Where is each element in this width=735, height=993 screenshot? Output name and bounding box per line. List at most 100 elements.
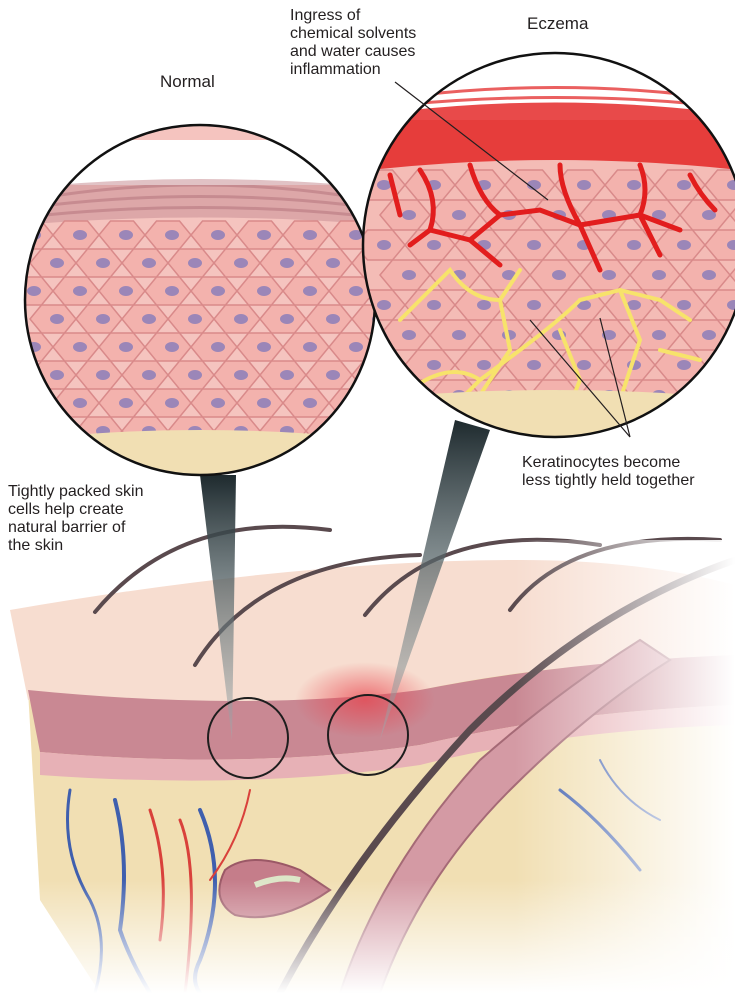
cell-nucleus — [119, 342, 133, 352]
cell-nucleus — [257, 398, 271, 408]
cell-nucleus — [27, 342, 41, 352]
cell-nucleus — [73, 286, 87, 296]
cell-nucleus — [142, 314, 156, 324]
cell-nucleus — [527, 240, 541, 250]
cell — [329, 445, 375, 473]
cell-nucleus — [50, 258, 64, 268]
cell-nucleus — [257, 342, 271, 352]
cell-nucleus — [577, 360, 591, 370]
cell-nucleus — [677, 180, 691, 190]
normal-magnified-view — [7, 120, 398, 480]
cell-nucleus — [27, 454, 41, 464]
tight-cells-annotation: Tightly packed skin cells help create na… — [8, 483, 143, 555]
cell — [7, 389, 53, 417]
eczema-title: Eczema — [527, 14, 588, 34]
cell-nucleus — [377, 420, 391, 430]
cell-nucleus — [702, 390, 716, 400]
cell-nucleus — [402, 210, 416, 220]
cell-nucleus — [349, 398, 363, 408]
cell-nucleus — [577, 180, 591, 190]
cell-nucleus — [402, 330, 416, 340]
cell-nucleus — [452, 210, 466, 220]
cell-nucleus — [372, 426, 386, 436]
cell-nucleus — [326, 258, 340, 268]
cell-nucleus — [119, 398, 133, 408]
cell-nucleus — [73, 342, 87, 352]
normal-title: Normal — [160, 72, 215, 92]
cell-nucleus — [677, 420, 691, 430]
cell-nucleus — [165, 342, 179, 352]
cell-nucleus — [349, 342, 363, 352]
cell-nucleus — [427, 360, 441, 370]
cell-nucleus — [50, 426, 64, 436]
cell-nucleus — [27, 286, 41, 296]
cell-nucleus — [377, 300, 391, 310]
cell-nucleus — [211, 398, 225, 408]
cell-nucleus — [652, 330, 666, 340]
cell-nucleus — [50, 370, 64, 380]
cell-nucleus — [234, 370, 248, 380]
cell-nucleus — [349, 454, 363, 464]
cell-nucleus — [402, 270, 416, 280]
cell-nucleus — [27, 398, 41, 408]
cell-nucleus — [727, 420, 735, 430]
cell-nucleus — [349, 286, 363, 296]
cell-nucleus — [165, 286, 179, 296]
cell — [730, 380, 735, 410]
cell-nucleus — [303, 230, 317, 240]
cell — [352, 417, 398, 445]
cell-nucleus — [96, 370, 110, 380]
cell-nucleus — [727, 360, 735, 370]
cell-nucleus — [73, 454, 87, 464]
cell-nucleus — [326, 314, 340, 324]
cell-nucleus — [427, 300, 441, 310]
cell — [7, 445, 53, 473]
cell-nucleus — [234, 258, 248, 268]
cell-nucleus — [652, 270, 666, 280]
cell-nucleus — [552, 270, 566, 280]
cell-nucleus — [372, 370, 386, 380]
cell-nucleus — [677, 360, 691, 370]
ingress-annotation: Ingress of chemical solvents and water c… — [290, 7, 416, 79]
cell — [53, 445, 99, 473]
cell-nucleus — [280, 314, 294, 324]
cell-nucleus — [119, 230, 133, 240]
cell-nucleus — [142, 370, 156, 380]
cell-nucleus — [702, 270, 716, 280]
cell-nucleus — [677, 300, 691, 310]
cell-nucleus — [702, 330, 716, 340]
cell-nucleus — [73, 398, 87, 408]
cell — [30, 417, 76, 445]
cell-nucleus — [96, 314, 110, 324]
cell-nucleus — [477, 360, 491, 370]
cell-nucleus — [303, 342, 317, 352]
cell — [705, 410, 735, 440]
cell-nucleus — [677, 240, 691, 250]
cell-nucleus — [303, 398, 317, 408]
cell — [405, 410, 455, 440]
cell-nucleus — [452, 330, 466, 340]
cell-nucleus — [377, 360, 391, 370]
eczema-magnified-view — [355, 50, 735, 440]
cell-nucleus — [234, 314, 248, 324]
cell-nucleus — [377, 180, 391, 190]
cell-nucleus — [627, 180, 641, 190]
cell-nucleus — [50, 314, 64, 324]
cell-nucleus — [303, 286, 317, 296]
cell-nucleus — [211, 230, 225, 240]
cell-nucleus — [211, 286, 225, 296]
cell-nucleus — [257, 286, 271, 296]
cell — [655, 410, 705, 440]
cell-nucleus — [188, 314, 202, 324]
cell-nucleus — [627, 240, 641, 250]
cell-nucleus — [165, 230, 179, 240]
cell-nucleus — [527, 300, 541, 310]
cell-nucleus — [119, 286, 133, 296]
cell-nucleus — [602, 270, 616, 280]
cell-nucleus — [211, 342, 225, 352]
cell-nucleus — [402, 390, 416, 400]
cell-nucleus — [427, 420, 441, 430]
cell-nucleus — [142, 258, 156, 268]
cell-nucleus — [188, 370, 202, 380]
cell-nucleus — [73, 230, 87, 240]
